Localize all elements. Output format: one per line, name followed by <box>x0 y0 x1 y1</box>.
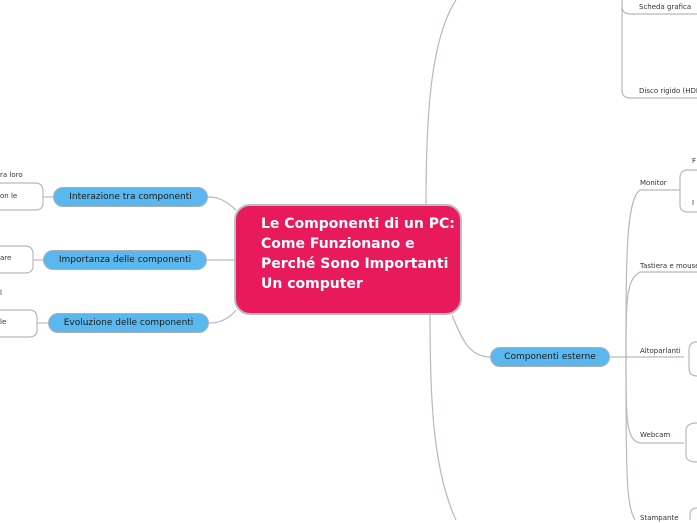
topic-componenti-esterne-label: Componenti esterne <box>504 352 596 362</box>
fragment-importanza-1: are <box>0 254 12 262</box>
fragment-evoluzione-2: le <box>0 318 7 326</box>
item-tastiera-mouse[interactable]: Tastiera e mouse <box>640 262 697 270</box>
topic-evoluzione[interactable]: Evoluzione delle componenti <box>48 313 209 333</box>
item-altoparlanti[interactable]: Altoparlanti <box>640 347 681 355</box>
topic-interazione[interactable]: Interazione tra componenti <box>53 187 208 207</box>
item-disco-rigido[interactable]: Disco rigido (HDD <box>639 87 697 95</box>
topic-importanza[interactable]: Importanza delle componenti <box>43 250 207 270</box>
monitor-sub-1: F <box>692 157 697 165</box>
topic-importanza-label: Importanza delle componenti <box>58 255 192 265</box>
topic-evoluzione-label: Evoluzione delle componenti <box>63 318 194 328</box>
monitor-sub-2: I <box>692 199 695 207</box>
topic-componenti-esterne[interactable]: Componenti esterne <box>490 347 610 367</box>
fragment-interazione-1: ra loro <box>0 171 23 179</box>
item-scheda-grafica[interactable]: Scheda grafica <box>639 3 692 11</box>
central-topic[interactable]: Le Componenti di un PC: Come Funzionano … <box>234 204 462 315</box>
fragment-evoluzione-1: l <box>0 289 2 297</box>
item-monitor[interactable]: Monitor <box>640 179 667 187</box>
item-stampante[interactable]: Stampante <box>640 514 679 522</box>
topic-interazione-label: Interazione tra componenti <box>69 192 192 202</box>
fragment-interazione-2: on le <box>0 192 18 200</box>
central-topic-label: Le Componenti di un PC: Come Funzionano … <box>261 216 455 292</box>
item-webcam[interactable]: Webcam <box>640 431 671 439</box>
